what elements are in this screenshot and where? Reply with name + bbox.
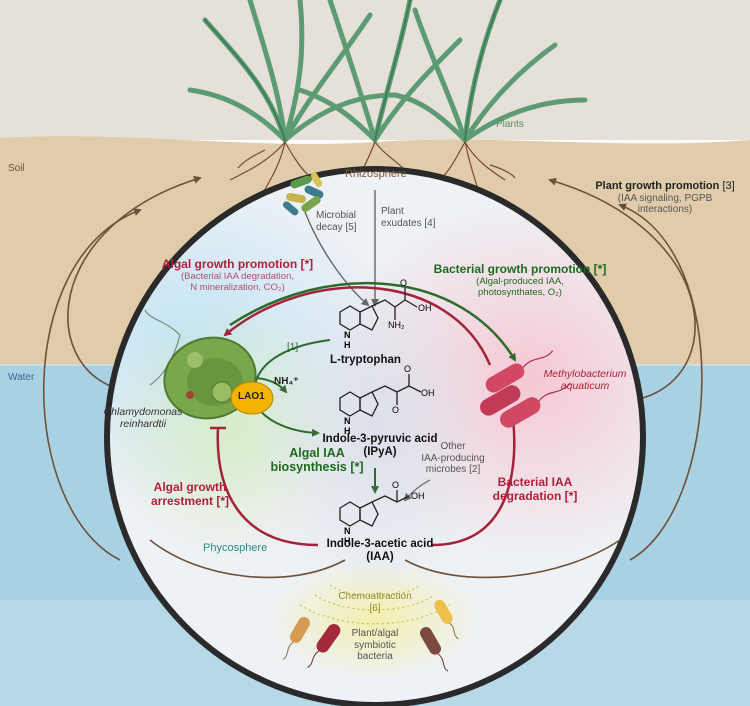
chlamydomonas-name-2: reinhardtii [119, 418, 167, 431]
iaa-oh-label: OH [411, 491, 425, 501]
algal-growth-promotion-title: Algal growth promotion [*] [161, 257, 314, 271]
plant-exudates-line-2: exudates [4] [381, 217, 436, 229]
plant-growth-title: Plant growth promotion [595, 180, 720, 192]
plant-growth-detail-2: interactions) [637, 204, 693, 216]
water-label: Water [8, 372, 35, 383]
bacterial-growth-promotion-detail-2: photosynthates, O₂) [478, 286, 562, 298]
ipya-oh-label: OH [421, 388, 435, 398]
algal-iaa-biosynthesis-line-2: biosynthesis [*] [270, 460, 364, 475]
lao1-enzyme [230, 381, 274, 415]
microbial-decay-label: Microbial decay [5] [316, 210, 357, 233]
algal-arrestment-line-1: Algal growth [153, 480, 227, 494]
bacterial-degradation-line-2: degradation [*] [492, 488, 578, 503]
bottom-feedback-arrows [149, 539, 621, 579]
other-microbes-line-1: Other [440, 441, 466, 452]
symbiotic-bacteria-label: Plant/algal symbiotic bacteria [320, 628, 430, 663]
phycosphere-label: Phycosphere [203, 542, 268, 554]
bacterial-degradation-line-1: Bacterial IAA [497, 475, 573, 489]
algal-growth-promotion-detail-1: (Bacterial IAA degradation, [180, 270, 294, 282]
plant-growth-ref: [3] [722, 180, 735, 192]
bacterial-growth-promotion-title: Bacterial growth promotion [*] [433, 262, 607, 276]
other-microbes-line-2: IAA-producing [421, 452, 485, 464]
plants-illustration [187, 0, 588, 143]
symbiotic-bacteria [282, 599, 459, 672]
algal-growth-promotion-arrow [223, 286, 492, 366]
iaa-o-label: O [392, 480, 400, 490]
plant-growth-detail-1: (IAA signaling, PGPB [617, 192, 713, 204]
iaa-line-2: (IAA) [366, 551, 394, 564]
microbial-decay-line-1: Microbial [316, 210, 357, 221]
symbionts-line-3: bacteria [357, 651, 393, 662]
outer-feedback-arrows [42, 175, 703, 561]
plant-exudates-label: Plant exudates [4] [381, 206, 435, 229]
chemoattraction-arcs [299, 584, 451, 625]
iaa-label: Indole-3-acetic acid (IAA) [310, 538, 450, 564]
other-microbes-arrow [403, 479, 431, 502]
trp-nh2-label: NH₂ [388, 320, 405, 330]
algal-growth-promotion-detail-2: N mineralization, CO₂) [190, 281, 285, 293]
bacterial-growth-promotion-detail-1: (Algal-produced IAA, [476, 275, 564, 287]
algal-arrestment-label: Algal growth arrestment [*] [140, 480, 240, 509]
lao1-label: LAO1 [238, 391, 265, 402]
algal-iaa-biosynthesis-line-1: Algal IAA [289, 446, 345, 460]
interaction-circle-border [104, 166, 646, 706]
ammonium-label: NH₄⁺ [274, 376, 299, 387]
bacterial-growth-promotion-label: Bacterial growth promotion [*] (Algal-pr… [420, 262, 620, 299]
ipya-line-1: Indole-3-pyruvic acid [322, 433, 438, 445]
lao1-ref: [1] [287, 342, 299, 353]
algal-arrestment-line-2: arrestment [*] [150, 493, 230, 508]
methylobacterium-cells [480, 350, 571, 428]
circle-glows [107, 170, 643, 680]
algal-iaa-biosynthesis-label: Algal IAA biosynthesis [*] [262, 446, 372, 475]
plant-exudates-line-1: Plant [381, 206, 404, 217]
sky-background [0, 0, 750, 140]
methylobacterium-name-2: aquaticum [560, 380, 610, 393]
bacterial-degradation-label: Bacterial IAA degradation [*] [480, 475, 590, 504]
algal-growth-promotion-label: Algal growth promotion [*] (Bacterial IA… [145, 257, 330, 294]
ipya-o-label: O [392, 405, 400, 415]
other-microbes-line-3: microbes [2] [425, 464, 481, 475]
iaa-structure [339, 490, 410, 527]
plant-growth-promotion-label: Plant growth promotion [3] (IAA signalin… [580, 180, 750, 216]
chemoattraction-line-2: [6] [369, 602, 381, 614]
microbial-decay-cluster [282, 172, 324, 216]
input-arrows [304, 190, 379, 307]
iaa-line-1: Indole-3-acetic acid [326, 538, 434, 550]
plants-label: Plants [496, 119, 524, 130]
bacterial-degradation-arrow [431, 408, 517, 547]
ipya-o2-label: O [404, 364, 412, 374]
chlamydomonas-label: Chlamydomonas reinhardtii [88, 406, 198, 430]
chemoattraction-line-1: Chemoattraction [338, 591, 412, 602]
trp-o-label: O [400, 278, 408, 288]
methylobacterium-name-1: Methylobacterium [543, 368, 627, 380]
chlamydomonas-name-1: Chlamydomonas [103, 406, 183, 418]
soil-label: Soil [8, 163, 25, 174]
tryptophan-label: L-tryptophan [330, 354, 401, 366]
trp-oh-label: OH [418, 303, 432, 313]
microbial-decay-line-2: decay [5] [316, 221, 357, 233]
bacterial-growth-promotion-arrow [229, 281, 517, 362]
ipya-structure [339, 374, 422, 417]
tryptophan-structure [339, 288, 418, 331]
chemoattraction-label: Chemoattraction [6] [320, 591, 430, 614]
ipya-line-2: (IPyA) [363, 446, 397, 459]
other-microbes-label: Other IAA-producing microbes [2] [408, 441, 498, 476]
ipya-label: Indole-3-pyruvic acid (IPyA) [310, 433, 450, 459]
algal-arrestment-arrow [210, 426, 319, 547]
symbionts-line-2: symbiotic [354, 639, 396, 651]
symbionts-line-1: Plant/algal [351, 628, 399, 639]
rhizosphere-label: Rhizosphere [345, 168, 407, 180]
methylobacterium-label: Methylobacterium aquaticum [525, 368, 645, 392]
